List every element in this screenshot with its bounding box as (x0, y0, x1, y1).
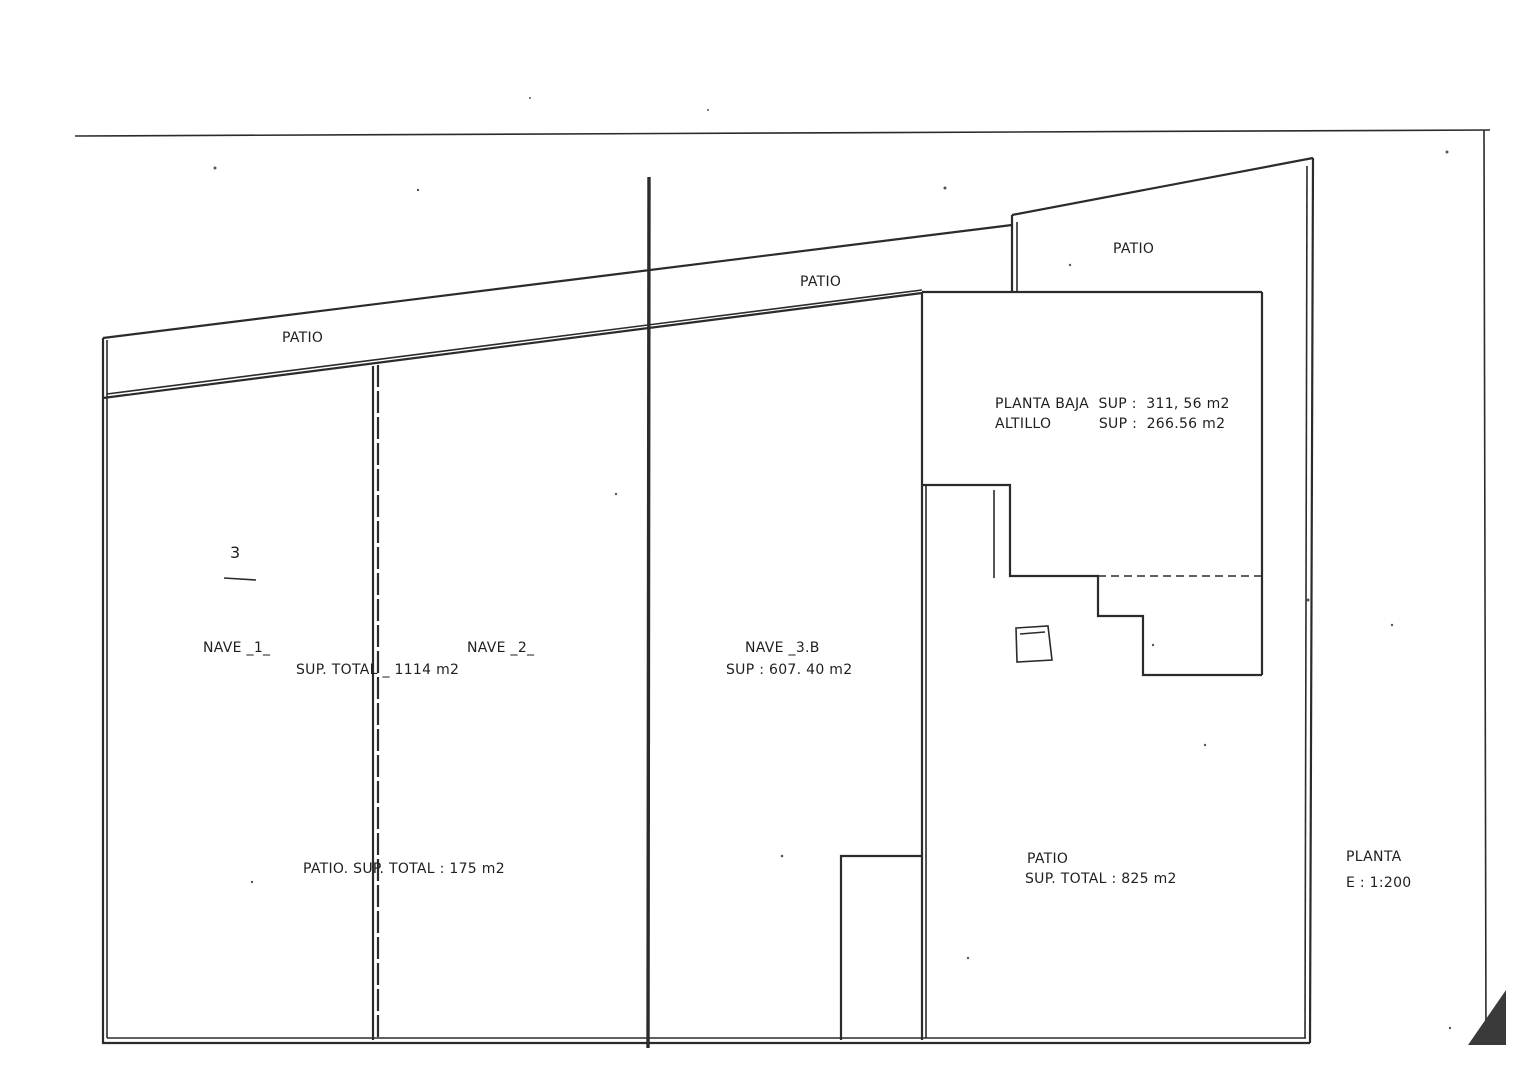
label-nave-3b: NAVE _3.B (745, 640, 820, 656)
right-outer-wall (1308, 157, 1315, 1044)
small-bottom-room (839, 854, 922, 1040)
label-altillo: ALTILLO SUP : 266.56 m2 (995, 416, 1225, 432)
label-nave-1: NAVE _1_ (203, 640, 271, 656)
sketched-object (1015, 625, 1053, 663)
label-planta-baja: PLANTA BAJA SUP : 311, 56 m2 (995, 396, 1230, 412)
label-patio-bottom-right-sup: SUP. TOTAL : 825 m2 (1025, 871, 1177, 887)
scan-specks (213, 97, 1452, 1030)
patio-strip-upper-edge (102, 223, 1013, 340)
label-nave-2: NAVE _2_ (467, 640, 535, 656)
patio-strip-lower-edge-inner (106, 289, 923, 395)
label-patio-bottom-right: PATIO (1027, 851, 1068, 867)
label-planta: PLANTA (1346, 849, 1402, 865)
label-patio-mid: PATIO (800, 274, 841, 290)
handwritten-mark: 3 (230, 543, 240, 562)
right-patio-upper-edge (1011, 156, 1314, 217)
patio-strip-lower-edge (102, 291, 923, 400)
right-boundary-line (1483, 129, 1487, 1046)
stepped-outline (922, 483, 1262, 677)
label-sup-nave-3b: SUP : 607. 40 m2 (726, 662, 852, 678)
corner-arrow-mark (1468, 990, 1506, 1045)
top-boundary-line (74, 129, 1491, 137)
label-sup-total-naves: SUP. TOTAL _ 1114 m2 (296, 662, 459, 678)
label-patio-left: PATIO (282, 330, 323, 346)
label-patio-right: PATIO (1113, 241, 1154, 257)
label-patio-sup-total: PATIO. SUP. TOTAL : 175 m2 (303, 861, 505, 877)
label-escala: E : 1:200 (1346, 875, 1412, 891)
handwritten-mark-underline (223, 577, 257, 581)
right-outer-wall-inner (1304, 165, 1308, 1039)
nave-divider-main (646, 176, 651, 1049)
